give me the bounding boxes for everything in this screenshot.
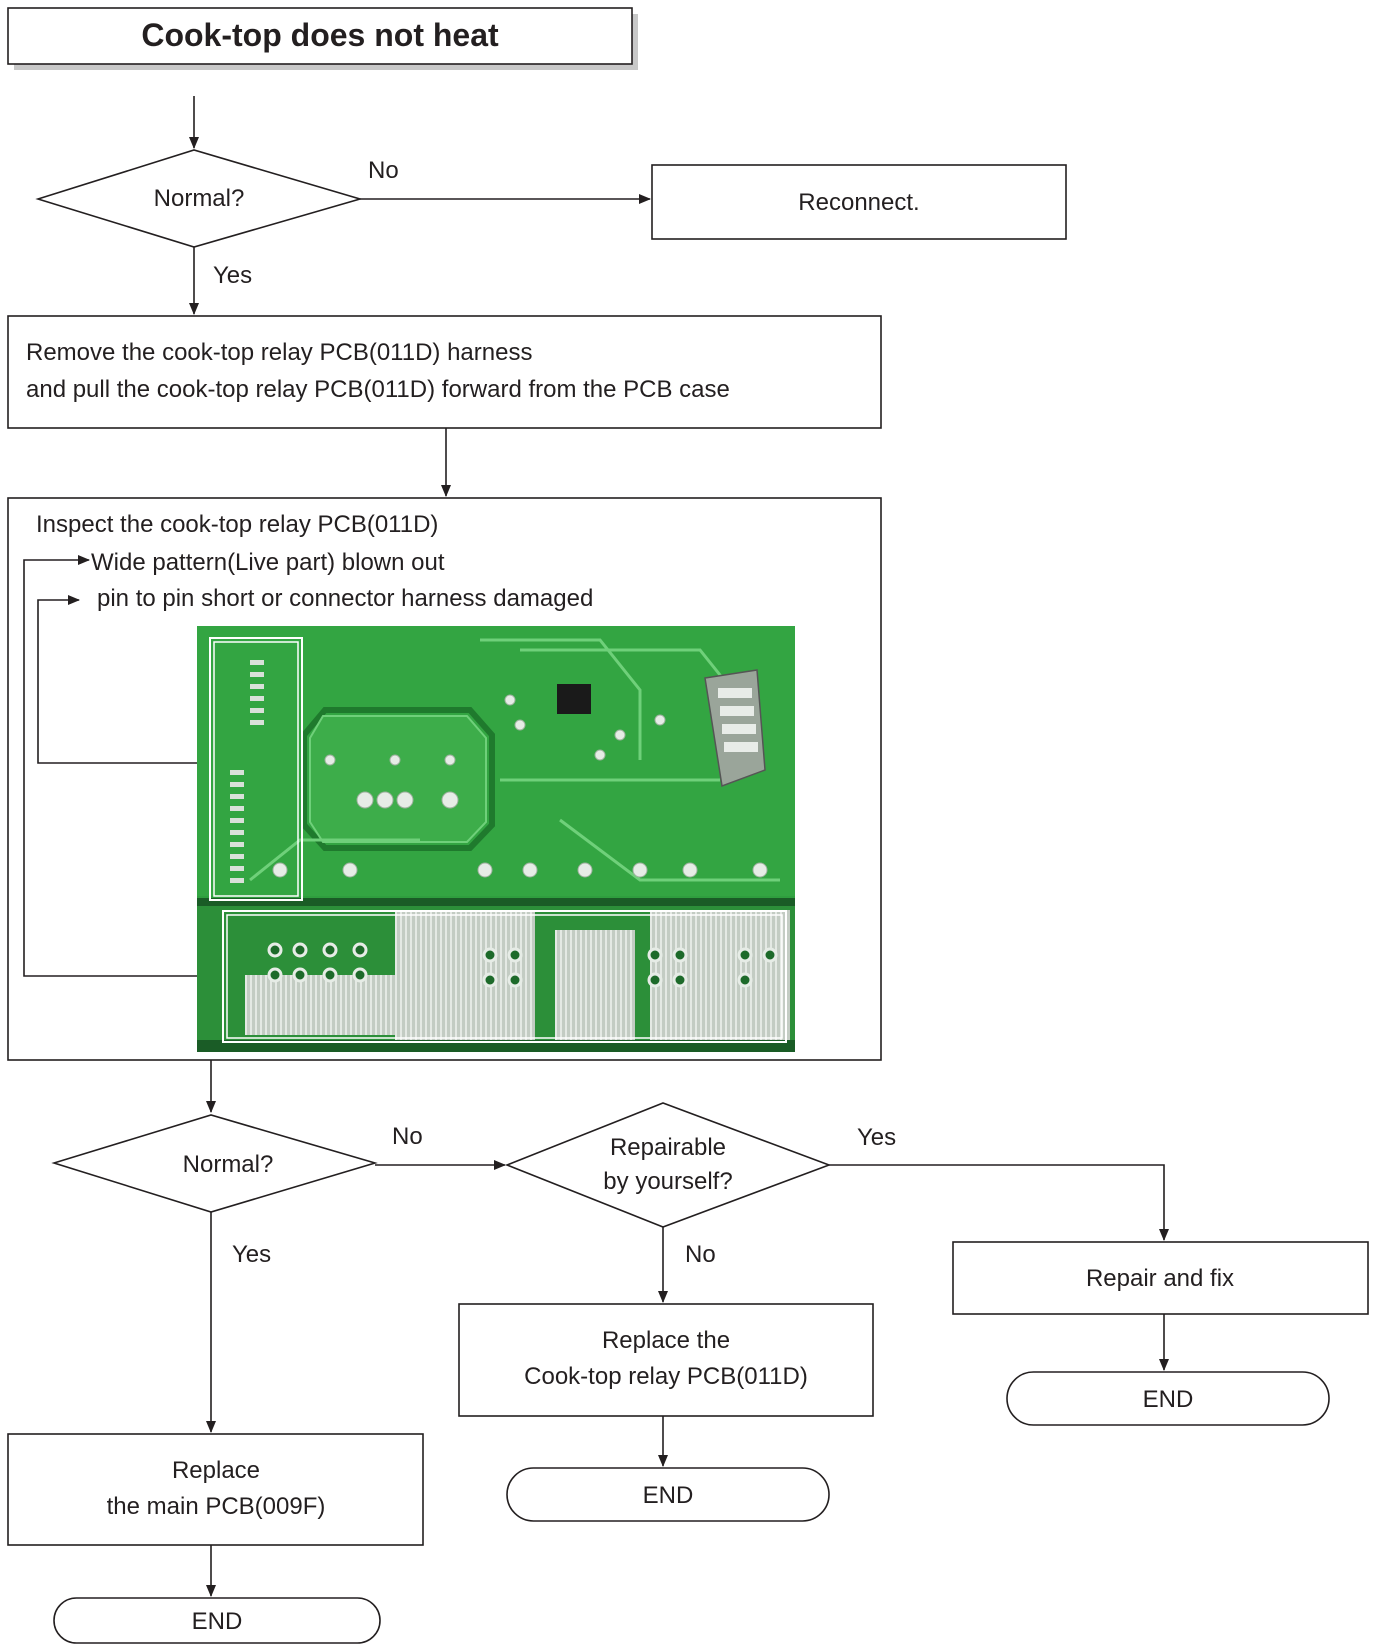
replace-line: Replace the (602, 1327, 730, 1354)
end-label: END (192, 1608, 243, 1635)
remove-harness-box: Remove the cook-top relay PCB(011D) harn… (7, 315, 882, 429)
replace-relay-box: Replace the Cook-top relay PCB(011D) (458, 1303, 874, 1417)
decision-label: by yourself? (603, 1168, 732, 1195)
callout-arrow-connector (37, 595, 208, 764)
reconnect-label: Reconnect. (798, 189, 919, 216)
decision-normal-1: Normal? (35, 149, 363, 248)
reconnect-box: Reconnect. (651, 164, 1067, 240)
yes-label: Yes (857, 1124, 896, 1151)
repair-fix-box: Repair and fix (952, 1241, 1369, 1315)
no-label: No (685, 1241, 716, 1268)
callout-arrow-live-part (23, 555, 215, 977)
end-label: END (1143, 1386, 1194, 1413)
end-terminal: END (1006, 1371, 1330, 1426)
inspect-item: Wide pattern(Live part) blown out (91, 549, 445, 576)
decision-label: Normal? (183, 1151, 274, 1178)
end-terminal: END (53, 1597, 381, 1644)
pcb-photo (197, 626, 795, 1052)
replace-line: Replace (172, 1457, 260, 1484)
decision-label: Repairable (610, 1134, 726, 1161)
repair-label: Repair and fix (1086, 1265, 1234, 1292)
no-label: No (392, 1123, 423, 1150)
step-line: Remove the cook-top relay PCB(011D) harn… (26, 339, 532, 366)
inspect-item: pin to pin short or connector harness da… (97, 585, 593, 612)
decision-repairable: Repairable by yourself? (504, 1102, 832, 1228)
replace-line: Cook-top relay PCB(011D) (524, 1363, 808, 1390)
yes-label: Yes (232, 1241, 271, 1268)
no-label: No (368, 157, 399, 184)
decision-normal-2: Normal? (51, 1114, 378, 1213)
arrow-yes (829, 1164, 1169, 1241)
page-title: Cook-top does not heat (141, 17, 499, 53)
title-box: Cook-top does not heat (7, 7, 638, 70)
end-label: END (643, 1482, 694, 1509)
decision-label: Normal? (154, 185, 245, 212)
yes-label: Yes (213, 262, 252, 289)
inspect-title: Inspect the cook-top relay PCB(011D) (36, 511, 438, 538)
replace-main-box: Replace the main PCB(009F) (7, 1433, 424, 1546)
end-terminal: END (506, 1467, 830, 1522)
replace-line: the main PCB(009F) (107, 1493, 326, 1520)
step-line: and pull the cook-top relay PCB(011D) fo… (26, 376, 730, 403)
